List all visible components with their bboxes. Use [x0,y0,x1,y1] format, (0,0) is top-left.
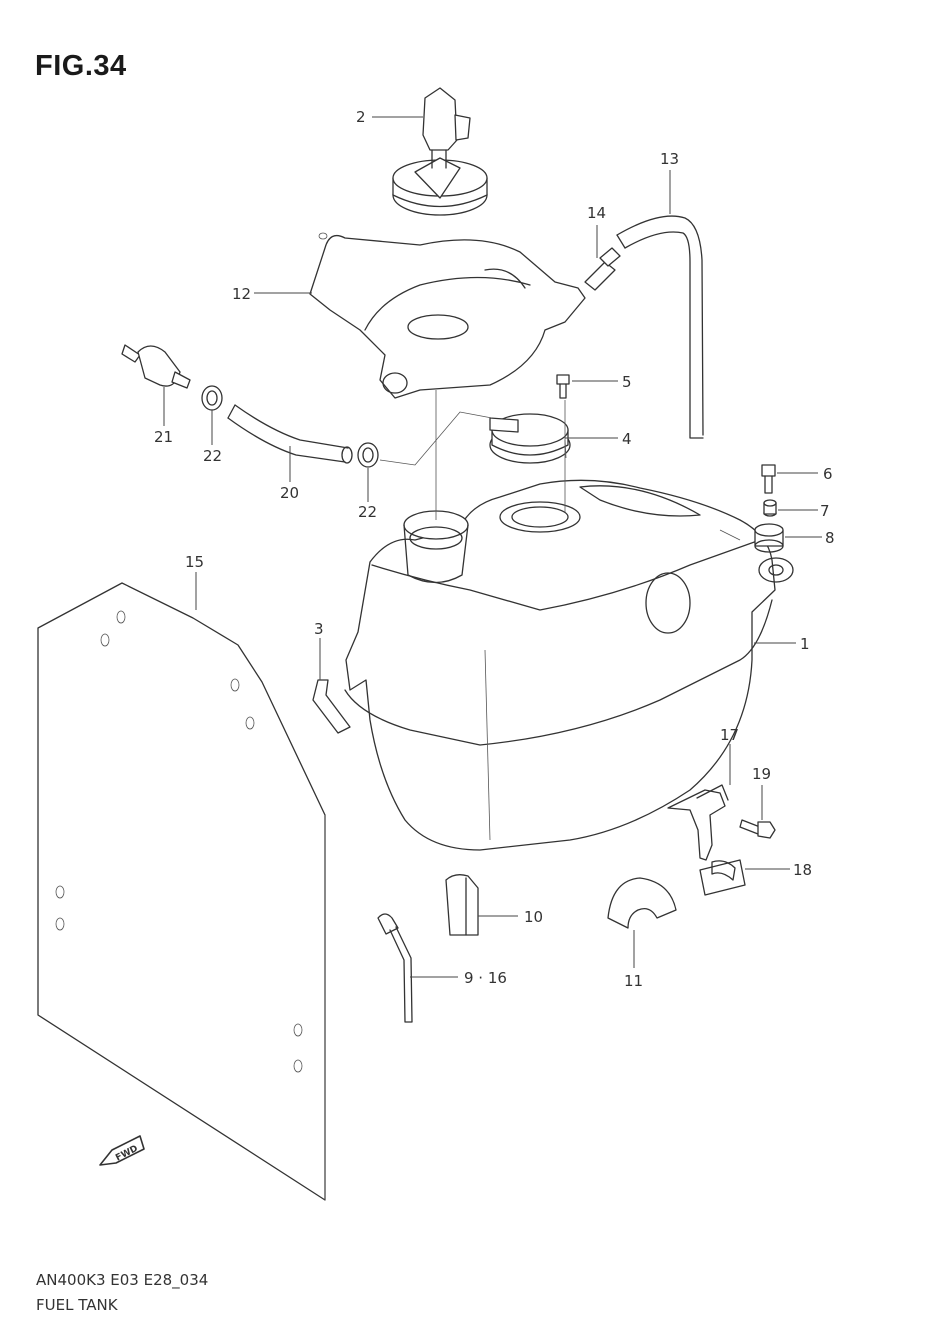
part-11-cushion[interactable] [607,877,677,929]
part-10-cushion[interactable] [445,874,479,936]
callout-2: 2 [356,108,366,126]
callout-11: 11 [624,972,643,990]
part-22-clamp-upper[interactable] [201,385,223,411]
part-8-cushion[interactable] [754,523,784,553]
callout-22-lower: 22 [358,503,377,521]
part-1-fuel-tank[interactable] [344,479,794,851]
callout-8: 8 [825,529,835,547]
part-7-collar[interactable] [763,499,777,517]
section-name: FUEL TANK [36,1296,118,1314]
callout-10: 10 [524,908,543,926]
part-12-tray[interactable] [309,232,586,399]
callout-18: 18 [793,861,812,879]
part-13-hose[interactable] [616,215,704,439]
callout-12: 12 [232,285,251,303]
callout-21: 20 [280,484,299,502]
callout-1: 1 [800,635,810,653]
callout-19: 19 [752,765,771,783]
callout-20: 21 [154,428,173,446]
part-6-bolt[interactable] [761,464,776,494]
assembly-lines [379,390,566,520]
callout-17: 17 [720,726,739,744]
part-3-hose[interactable] [312,679,351,734]
part-18-cushion[interactable] [699,859,746,896]
part-4-pump-plate[interactable] [489,413,571,464]
callout-13: 13 [660,150,679,168]
callout-9-16: 9 · 16 [464,969,507,987]
callout-15: 15 [185,553,204,571]
callout-22-upper: 22 [203,447,222,465]
part-15-side-panel[interactable] [37,582,326,1201]
part-5-bolt[interactable] [556,374,570,399]
callout-14: 14 [587,204,606,222]
callout-7: 7 [820,502,830,520]
callout-6: 6 [823,465,833,483]
model-code: AN400K3 E03 E28_034 [36,1271,209,1289]
callout-labels: 2 13 14 12 5 4 21 22 20 22 6 7 8 15 3 1 … [154,108,835,990]
part-14-joint[interactable] [584,247,621,291]
part-21-hose[interactable] [227,404,353,464]
callout-5: 5 [622,373,632,391]
part-20-valve[interactable] [121,344,191,389]
part-9-16-sensor[interactable] [377,913,413,1023]
part-22-clamp-lower[interactable] [357,442,379,468]
diagram-footer: AN400K3 E03 E28_034 FUEL TANK [36,1268,208,1318]
fwd-direction-arrow-icon: FWD [99,1135,145,1166]
part-2-fuel-cap[interactable] [392,87,488,216]
callout-3: 3 [314,620,324,638]
figure-title: FIG.34 [35,50,127,82]
part-19-bolt[interactable] [739,819,776,839]
callout-leaders [163,116,822,978]
callout-4: 4 [622,430,632,448]
part-17-bracket[interactable] [667,784,729,861]
